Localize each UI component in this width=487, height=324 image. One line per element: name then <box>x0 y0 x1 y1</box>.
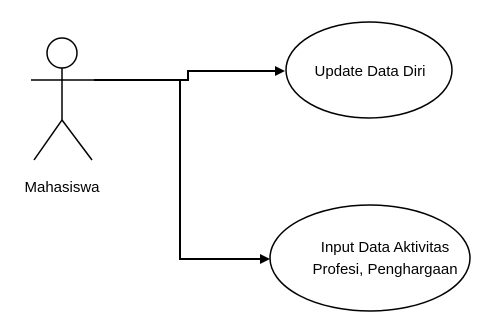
actor-mahasiswa[interactable]: Mahasiswa <box>24 37 100 196</box>
use-case-update-data-diri[interactable]: Update Data Diri <box>285 21 453 119</box>
actor-name-label: Mahasiswa <box>24 179 100 196</box>
use-case-input-data-aktivitas[interactable]: Input Data Aktivitas Profesi, Penghargaa… <box>269 204 471 312</box>
actor-right-leg <box>61 119 93 161</box>
use-case-label-line-1: Input Data Aktivitas <box>321 239 449 256</box>
use-case-label: Update Data Diri <box>315 63 426 80</box>
use-case-ellipse <box>269 204 471 312</box>
use-case-label-line-2: Profesi, Penghargaan <box>312 261 457 278</box>
connector-update-data-diri <box>94 66 285 81</box>
connector-input-data-aktivitas <box>179 80 270 264</box>
use-case-ellipse <box>285 21 453 119</box>
actor-left-leg <box>33 119 63 161</box>
actor-head <box>46 37 78 69</box>
